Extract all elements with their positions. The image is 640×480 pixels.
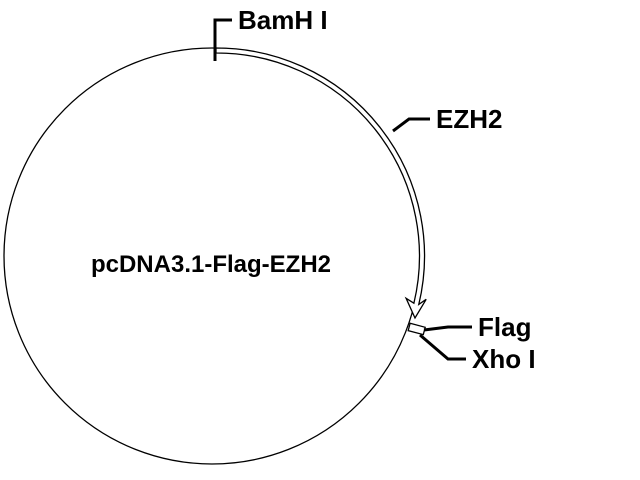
- ezh2-insert-arrow: [215, 47, 427, 320]
- flag-tag-box: [407, 322, 426, 336]
- bamhi-label: BamH I: [238, 5, 328, 35]
- plasmid-name: pcDNA3.1-Flag-EZH2: [91, 251, 331, 278]
- flag-label: Flag: [478, 312, 531, 342]
- ezh2-leader-line: [392, 117, 430, 133]
- xhoi-leader-line: [419, 333, 466, 361]
- bamhi-leader-line: [213, 18, 232, 61]
- ezh2-label: EZH2: [436, 104, 502, 134]
- xhoi-label: Xho I: [472, 344, 536, 374]
- flag-leader-line: [423, 325, 472, 332]
